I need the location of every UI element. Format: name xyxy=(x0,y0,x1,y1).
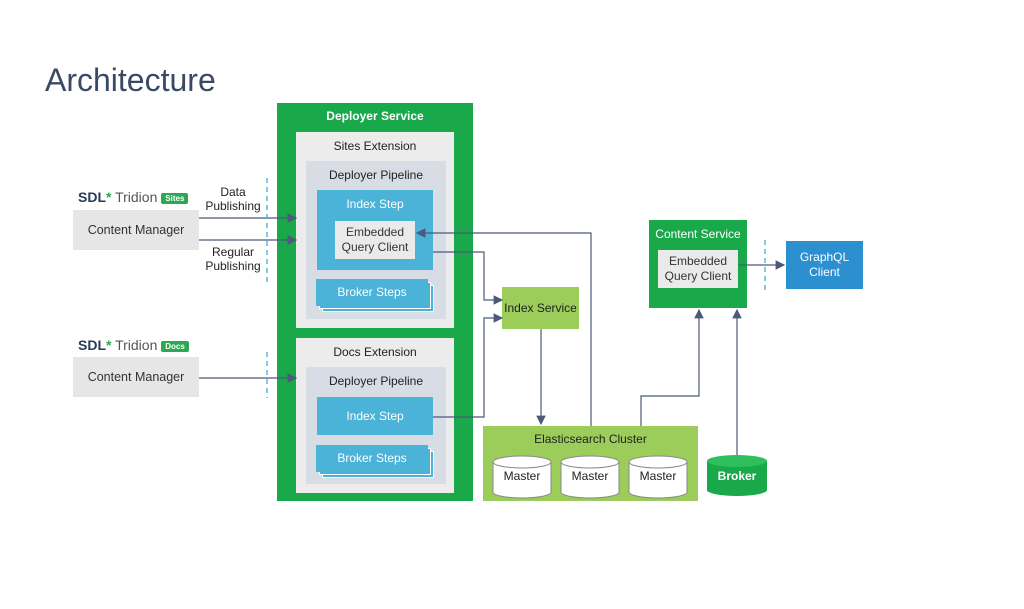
embedded2-line2: Query Client xyxy=(664,269,732,283)
data-publishing-line1: Data xyxy=(220,185,246,199)
data-publishing-label: Data Publishing xyxy=(198,185,268,213)
deployer-pipeline-sites-label: Deployer Pipeline xyxy=(328,168,424,182)
embedded2-line1: Embedded xyxy=(668,254,728,268)
sites-tag: Sites xyxy=(161,192,189,204)
master-cylinder-1 xyxy=(492,455,552,499)
broker-steps-sites: Broker Steps xyxy=(316,279,428,306)
docs-extension-label: Docs Extension xyxy=(333,345,417,359)
graphql-line1: GraphQL xyxy=(799,250,850,264)
embedded-line2: Query Client xyxy=(341,240,409,254)
tridion-wordmark: Tridion xyxy=(115,337,158,353)
data-publishing-line2: Publishing xyxy=(205,199,261,213)
asterisk-icon: * xyxy=(106,337,112,353)
sites-extension-label: Sites Extension xyxy=(333,139,417,153)
content-manager-sites: Content Manager xyxy=(73,210,199,250)
sdl-wordmark: SDL xyxy=(78,189,106,205)
deployer-pipeline-docs-label: Deployer Pipeline xyxy=(328,374,424,388)
index-service: Index Service xyxy=(502,287,579,329)
tridion-wordmark: Tridion xyxy=(115,189,158,205)
master-label-3: Master xyxy=(639,469,677,483)
index-step-docs: Index Step xyxy=(317,397,433,435)
elasticsearch-cluster-label: Elasticsearch Cluster xyxy=(534,432,647,446)
index-to-service-arrow-1 xyxy=(433,251,504,305)
docs-tag: Docs xyxy=(161,340,189,352)
es-to-embedded-arrow xyxy=(415,228,592,426)
master-cylinders xyxy=(492,455,688,499)
master-label-2: Master xyxy=(571,469,609,483)
deployer-service-label: Deployer Service xyxy=(326,109,424,123)
content-manager-docs: Content Manager xyxy=(73,357,199,397)
master-cylinder-3 xyxy=(628,455,688,499)
regular-publishing-line2: Publishing xyxy=(205,259,261,273)
index-to-service-arrow-2 xyxy=(433,313,504,418)
graphql-line2: Client xyxy=(809,265,840,279)
regular-publishing-line1: Regular xyxy=(211,245,255,259)
regular-publishing-label: Regular Publishing xyxy=(198,245,268,273)
sdl-wordmark: SDL xyxy=(78,337,106,353)
broker-cylinder xyxy=(707,455,767,496)
es-to-content-arrow xyxy=(640,308,704,426)
embedded-line1: Embedded xyxy=(345,225,405,239)
sdl-tridion-docs-logo: SDL* Tridion Docs xyxy=(78,337,189,353)
content-service-label: Content Service xyxy=(655,227,741,241)
asterisk-icon: * xyxy=(106,189,112,205)
index-step-sites-label: Index Step xyxy=(346,197,404,211)
master-label-1: Master xyxy=(503,469,541,483)
page-title: Architecture xyxy=(45,62,216,98)
master-cylinder-2 xyxy=(560,455,620,499)
broker-label: Broker xyxy=(717,469,757,483)
broker-steps-docs: Broker Steps xyxy=(316,445,428,472)
sdl-tridion-sites-logo: SDL* Tridion Sites xyxy=(78,189,189,205)
